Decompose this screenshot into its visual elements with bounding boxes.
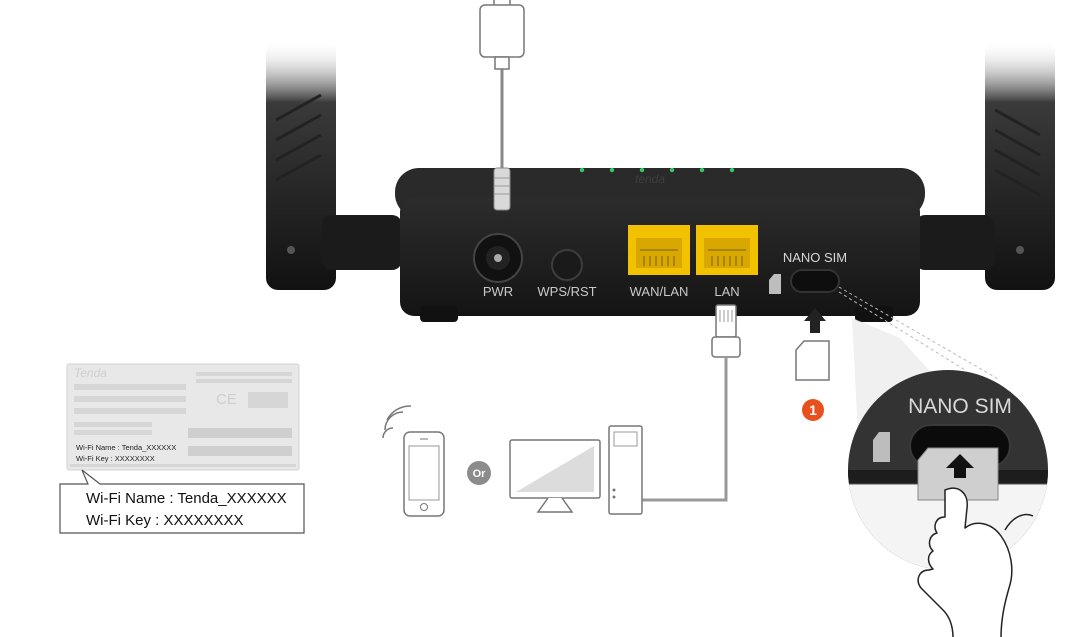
lan-port: LAN: [696, 225, 758, 299]
antenna-right: [915, 40, 1055, 290]
sticker-wifi-key: Wi-Fi Key : XXXXXXXX: [76, 454, 155, 463]
antenna-left: [266, 40, 402, 290]
status-leds: [579, 167, 735, 173]
or-text: Or: [473, 468, 487, 480]
device-label-sticker: Tenda CE Wi-Fi Name : Tenda_XXXXXX Wi-Fi…: [66, 363, 300, 471]
wifi-credentials-callout: Wi-Fi Name : Tenda_XXXXXX Wi-Fi Key : XX…: [59, 469, 305, 534]
sticker-brand: Tenda: [74, 366, 107, 380]
up-arrow-icon: [804, 308, 826, 333]
callout-wifi-key: Wi-Fi Key : XXXXXXXX: [86, 512, 244, 529]
nano-sim-card-icon: [795, 340, 830, 381]
led-2: [609, 167, 615, 173]
led-1: [579, 167, 585, 173]
step-badge: [802, 399, 824, 421]
pwr-port: PWR: [473, 233, 523, 299]
zoom-sim-card-icon: [873, 432, 890, 462]
led-5: [699, 167, 705, 173]
step-number: 1: [809, 402, 817, 418]
callout-wifi-name: Wi-Fi Name : Tenda_XXXXXX: [86, 490, 287, 507]
sim-zoom-view: NANO SIM: [848, 370, 1048, 570]
lan-label: LAN: [714, 284, 739, 299]
wifi-signal-icon: [382, 405, 412, 439]
sim-card-icon: [769, 274, 781, 294]
led-3: [639, 167, 645, 173]
sticker-wifi-name: Wi-Fi Name : Tenda_XXXXXX: [76, 443, 176, 452]
desktop-computer-icon: [509, 425, 643, 515]
zoom-nano-sim-label: NANO SIM: [908, 395, 1012, 418]
led-6: [729, 167, 735, 173]
nano-sim-label: NANO SIM: [783, 250, 847, 265]
led-4: [669, 167, 675, 173]
wan-lan-label: WAN/LAN: [630, 284, 689, 299]
power-adapter: [479, 0, 525, 211]
wan-lan-port: WAN/LAN: [628, 225, 690, 299]
or-badge: Or: [467, 461, 491, 485]
pwr-label: PWR: [483, 284, 513, 299]
ethernet-cable: [640, 304, 741, 502]
sim-insert-guide: 1: [795, 308, 830, 421]
brand-logo: tenda: [635, 172, 665, 186]
hand-icon: [917, 487, 1034, 637]
wps-rst-button: WPS/RST: [537, 249, 597, 299]
nano-sim-slot: NANO SIM: [769, 250, 847, 294]
phone-icon: [382, 405, 445, 517]
ce-mark: CE: [216, 391, 237, 408]
wps-rst-label: WPS/RST: [537, 284, 596, 299]
zoom-up-arrow-icon: [946, 454, 974, 478]
